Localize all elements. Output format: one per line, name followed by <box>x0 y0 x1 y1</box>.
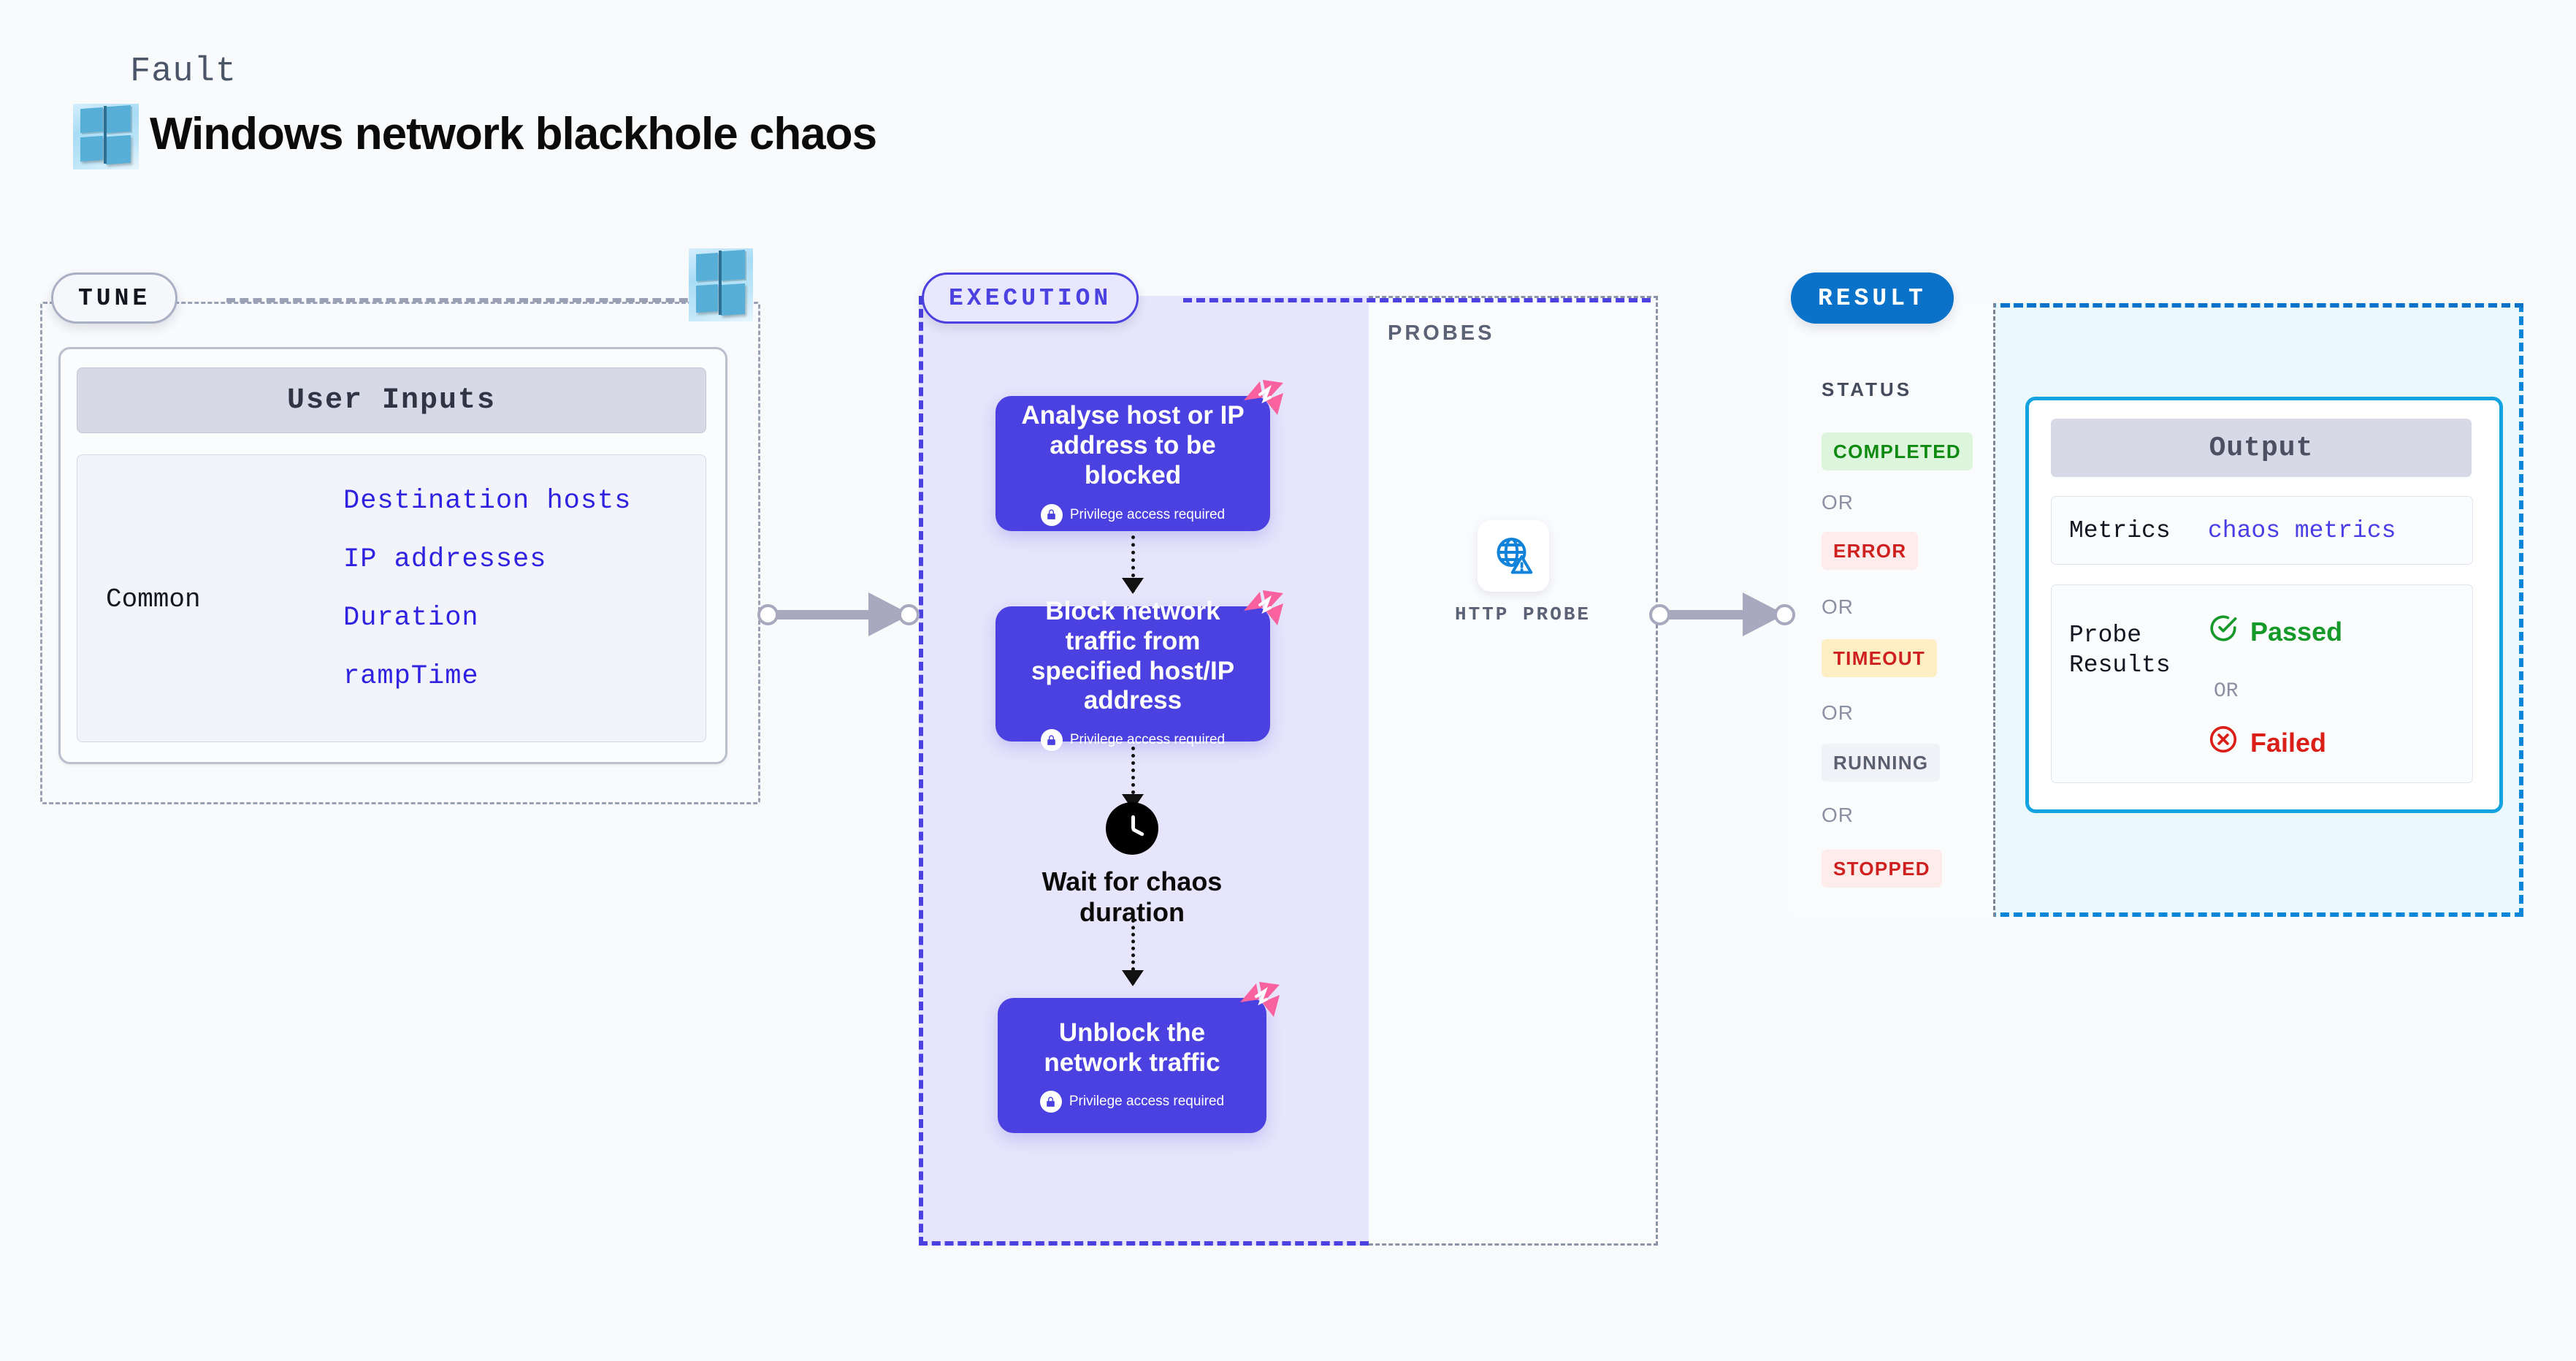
status-badge: TIMEOUT <box>1822 639 1938 677</box>
user-inputs-box <box>77 454 706 742</box>
probe-failed-label: Failed <box>2250 727 2327 758</box>
lock-icon <box>1039 1091 1062 1113</box>
probe-item-http[interactable]: HTTP PROBE <box>1455 520 1591 625</box>
task-title: Block network traffic from specified hos… <box>1031 596 1235 715</box>
privilege-note: Privilege access required <box>1040 729 1226 752</box>
or-separator: OR <box>1822 701 1854 724</box>
probe-results-row: Probe Results Passed OR Failed <box>2051 584 2473 783</box>
or-separator: OR <box>1822 491 1854 514</box>
task-node[interactable]: Unblock the network traffic Privilege ac… <box>998 982 1280 1133</box>
status-badge: STOPPED <box>1822 850 1942 888</box>
privilege-note: Privilege access required <box>1039 1091 1225 1113</box>
task-title: Analyse host or IP address to be blocked <box>1021 401 1245 489</box>
tune-region <box>40 302 760 804</box>
litmus-chaos-icon <box>1244 590 1283 625</box>
status-badge: RUNNING <box>1822 744 1941 782</box>
wait-node-label: Wait for chaos duration <box>1042 866 1223 927</box>
output-header: Output <box>2051 419 2472 477</box>
status-badge: COMPLETED <box>1822 432 1973 470</box>
check-circle-icon <box>2208 613 2239 650</box>
connector-probes-to-result <box>1649 592 1795 636</box>
privilege-label: Privilege access required <box>1069 1094 1225 1110</box>
list-item: Duration <box>343 603 479 633</box>
section-label-tune: TUNE <box>51 272 178 324</box>
flow-arrow <box>1122 747 1144 810</box>
probe-passed: Passed <box>2208 613 2342 650</box>
status-badge: ERROR <box>1822 532 1919 570</box>
litmus-chaos-icon <box>1240 982 1280 1017</box>
wait-node: Wait for chaos duration <box>1023 802 1242 928</box>
probe-passed-label: Passed <box>2250 616 2343 647</box>
page-header: Fault Windows network blackhole chaos <box>73 44 1242 183</box>
metrics-value[interactable]: chaos metrics <box>2208 516 2396 544</box>
probe-failed: Failed <box>2208 724 2326 761</box>
probe-label: HTTP PROBE <box>1455 603 1591 625</box>
task-node[interactable]: Analyse host or IP address to be blocked… <box>995 380 1283 531</box>
list-item: IP addresses <box>343 544 547 575</box>
probe-results-label: Probe Results <box>2069 622 2171 679</box>
metrics-label: Metrics <box>2069 516 2171 544</box>
or-separator: OR <box>1822 804 1854 826</box>
globe-warning-icon <box>1478 520 1549 592</box>
litmus-chaos-icon <box>1244 380 1283 415</box>
user-inputs-header: User Inputs <box>77 367 706 433</box>
list-item: rampTime <box>343 661 479 692</box>
section-label-probes: PROBES <box>1388 321 1495 345</box>
x-circle-icon <box>2208 724 2239 761</box>
task-title: Unblock the network traffic <box>1044 1018 1220 1077</box>
task-node[interactable]: Block network traffic from specified hos… <box>995 590 1283 752</box>
privilege-note: Privilege access required <box>1040 503 1226 526</box>
clock-icon <box>1106 802 1158 855</box>
execution-leader-line <box>1183 298 1651 302</box>
input-group-label: Common <box>106 584 201 614</box>
tune-leader-line <box>226 298 701 302</box>
section-label-execution: EXECUTION <box>922 272 1139 324</box>
or-separator: OR <box>1822 595 1854 618</box>
connector-tune-to-execution <box>757 592 920 636</box>
privilege-label: Privilege access required <box>1069 732 1226 748</box>
status-region <box>1789 303 1995 917</box>
metrics-row: Metrics chaos metrics <box>2051 496 2473 565</box>
section-label-result: RESULT <box>1791 272 1954 324</box>
fault-kicker-label: Fault <box>130 53 237 91</box>
or-separator: OR <box>2214 680 2239 703</box>
list-item: Destination hosts <box>343 486 632 516</box>
lock-icon <box>1040 503 1063 526</box>
windows-logo-icon <box>73 104 139 169</box>
user-inputs-list: Destination hosts IP addresses Duration … <box>343 486 679 720</box>
flow-arrow <box>1122 919 1144 986</box>
result-leader-line <box>2001 303 2523 308</box>
status-heading: STATUS <box>1822 378 1913 400</box>
flow-arrow <box>1122 535 1144 594</box>
windows-logo-icon <box>689 248 753 321</box>
privilege-label: Privilege access required <box>1069 506 1226 522</box>
probes-region <box>1369 296 1658 1246</box>
page-title: Windows network blackhole chaos <box>150 109 877 159</box>
lock-icon <box>1040 729 1063 752</box>
